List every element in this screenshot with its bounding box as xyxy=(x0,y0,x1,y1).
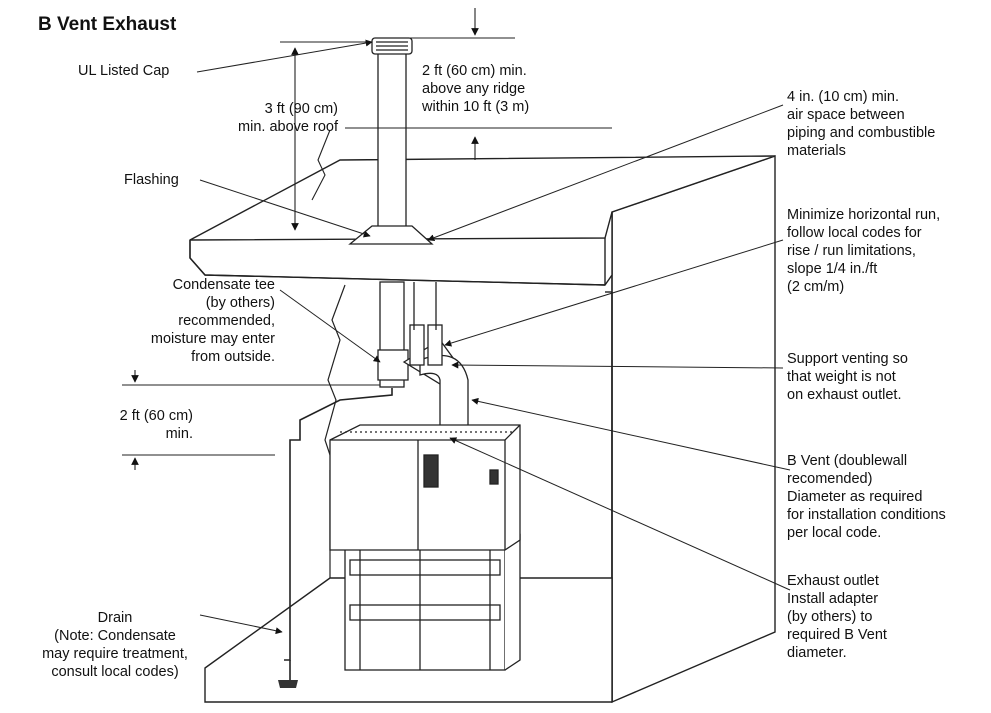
dimension-lines xyxy=(122,8,612,470)
diagram-title: B Vent Exhaust xyxy=(38,14,177,35)
boiler-stand xyxy=(344,533,521,671)
boiler xyxy=(329,424,521,551)
label-b-vent: B Vent (doublewall recomended) Diameter … xyxy=(787,453,946,541)
label-flashing: Flashing xyxy=(124,172,179,188)
label-drop-min: 2 ft (60 cm) min. xyxy=(119,408,193,442)
dimension-break xyxy=(311,129,331,201)
label-drain: Drain (Note: Condensate may require trea… xyxy=(42,610,188,680)
label-support-venting: Support venting so that weight is not on… xyxy=(787,351,908,403)
building-outline xyxy=(605,155,776,704)
condensate-line xyxy=(284,388,393,661)
label-horizontal-run: Minimize horizontal run, follow local co… xyxy=(787,207,941,295)
leader-lines xyxy=(196,39,791,635)
roof-slab xyxy=(189,155,776,286)
label-condensate-tee: Condensate tee (by others) recommended, … xyxy=(150,277,275,365)
label-air-space: 4 in. (10 cm) min. air space between pip… xyxy=(787,89,936,159)
vent-below-roof xyxy=(377,281,469,441)
vent-stack xyxy=(348,37,434,245)
drain-fitting xyxy=(278,680,298,688)
wall-break-line xyxy=(324,284,346,471)
label-ridge-clearance: 2 ft (60 cm) min. above any ridge within… xyxy=(422,63,530,115)
label-above-roof: 3 ft (90 cm) min. above roof xyxy=(238,101,338,135)
label-ul-listed-cap: UL Listed Cap xyxy=(78,63,170,79)
label-exhaust-outlet: Exhaust outlet Install adapter (by other… xyxy=(787,573,887,661)
